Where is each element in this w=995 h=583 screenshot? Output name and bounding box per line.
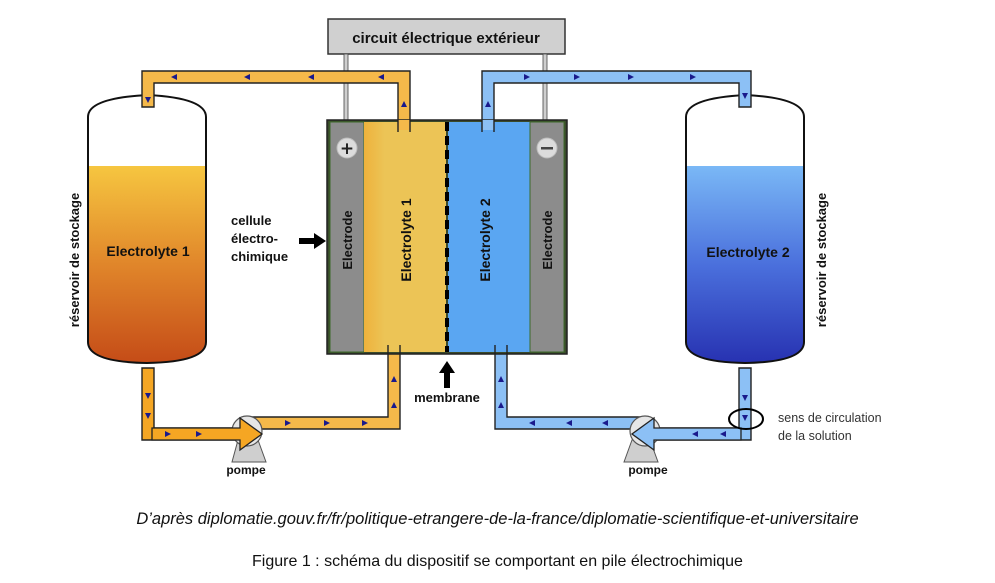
- flow-arrow-icon: [285, 420, 291, 426]
- positive-terminal-icon: +: [336, 137, 358, 159]
- pipe-electrolyte2-top: [481, 70, 752, 131]
- right-pump: pompe: [623, 415, 742, 477]
- right-compartment: [448, 122, 530, 352]
- right-pump-label: pompe: [628, 463, 668, 477]
- left-compartment-label: Electrolyte 1: [398, 198, 414, 281]
- flow-arrow-icon: [529, 420, 535, 426]
- left-pump: pompe: [151, 415, 267, 477]
- circuit-box: [327, 18, 566, 55]
- flow-arrow-icon: [378, 74, 384, 80]
- flow-arrow-icon: [628, 74, 634, 80]
- right-tank-content-label: Electrolyte 2: [706, 244, 789, 260]
- flow-arrow-icon: [401, 101, 407, 107]
- right-compartment-label: Electrolyte 2: [477, 198, 493, 281]
- membrane-pointer-arrow-icon: [439, 361, 455, 388]
- flow-arrow-icon: [742, 395, 748, 401]
- flow-arrow-icon: [485, 101, 491, 107]
- flow-arrow-icon: [498, 402, 504, 408]
- flow-arrow-icon: [742, 415, 748, 421]
- right-electrode-label: Electrode: [540, 210, 555, 269]
- left-pump-arrow-icon: [151, 416, 264, 452]
- flow-highlight-ellipse: [728, 408, 764, 430]
- flow-arrow-icon: [574, 74, 580, 80]
- flow-arrow-icon: [324, 420, 330, 426]
- figure-caption: Figure 1 : schéma du dispositif se compo…: [252, 553, 743, 570]
- flow-arrow-icon: [602, 420, 608, 426]
- flow-arrow-icon: [171, 74, 177, 80]
- right-tank-side-label: réservoir de stockage: [814, 193, 829, 327]
- left-pump-label: pompe: [226, 463, 266, 477]
- left-electrode-label: Electrode: [340, 210, 355, 269]
- flow-arrows: [145, 74, 748, 437]
- flow-annotation: sens de circulation de la solution: [728, 408, 882, 443]
- flow-arrow-icon: [391, 402, 397, 408]
- flow-arrow-icon: [196, 431, 202, 437]
- flow-arrow-icon: [566, 420, 572, 426]
- negative-terminal-icon: [536, 137, 558, 159]
- flow-annotation-line1: sens de circulation: [778, 411, 882, 425]
- left-tank-outline: [87, 93, 207, 365]
- flow-arrow-icon: [524, 74, 530, 80]
- left-storage-tank: Electrolyte 1 réservoir de stockage: [67, 93, 207, 365]
- right-electrode: [529, 121, 565, 353]
- cell-annotation-line2: électro-: [231, 231, 278, 246]
- flow-arrow-icon: [145, 97, 151, 103]
- right-storage-tank: Electrolyte 2 réservoir de stockage: [685, 93, 829, 365]
- flow-arrow-icon: [690, 74, 696, 80]
- flow-arrow-icon: [720, 431, 726, 437]
- cell-pointer-arrow-icon: [299, 233, 326, 249]
- left-tank-side-label: réservoir de stockage: [67, 193, 82, 327]
- flow-arrow-icon: [742, 93, 748, 99]
- flow-arrow-icon: [362, 420, 368, 426]
- cell-annotation-line1: cellule: [231, 213, 271, 228]
- membrane-annotation: membrane: [414, 361, 480, 405]
- flow-battery-diagram: circuit électrique extérieur Electrolyte…: [67, 18, 882, 477]
- flow-arrow-icon: [145, 393, 151, 399]
- right-tank-outline: [685, 93, 805, 365]
- membrane-label: membrane: [414, 390, 480, 405]
- flow-arrow-icon: [692, 431, 698, 437]
- right-pump-arrow-icon: [630, 416, 742, 452]
- circuit-label: circuit électrique extérieur: [352, 30, 540, 47]
- left-electrode: [329, 121, 365, 353]
- flow-arrow-icon: [244, 74, 250, 80]
- electrochemical-cell: + Electrode Electrode Electrolyte 1 Elec…: [326, 119, 568, 355]
- left-tank-liquid: [88, 166, 206, 363]
- flow-arrow-icon: [165, 431, 171, 437]
- left-tank-content-label: Electrolyte 1: [106, 243, 189, 259]
- flow-arrow-icon: [391, 376, 397, 382]
- flow-arrow-icon: [308, 74, 314, 80]
- left-compartment: [364, 122, 446, 352]
- cell-annotation: cellule électro- chimique: [231, 213, 326, 264]
- wire-negative: [542, 53, 548, 121]
- svg-text:+: +: [340, 139, 354, 159]
- source-caption: D’après diplomatie.gouv.fr/fr/politique-…: [136, 510, 859, 528]
- flow-annotation-line2: de la solution: [778, 429, 852, 443]
- flow-arrow-icon: [145, 413, 151, 419]
- flow-arrow-icon: [498, 376, 504, 382]
- cell-annotation-line3: chimique: [231, 249, 288, 264]
- wire-positive: [343, 53, 349, 121]
- right-tank-liquid: [686, 166, 804, 363]
- external-circuit: circuit électrique extérieur: [327, 18, 566, 121]
